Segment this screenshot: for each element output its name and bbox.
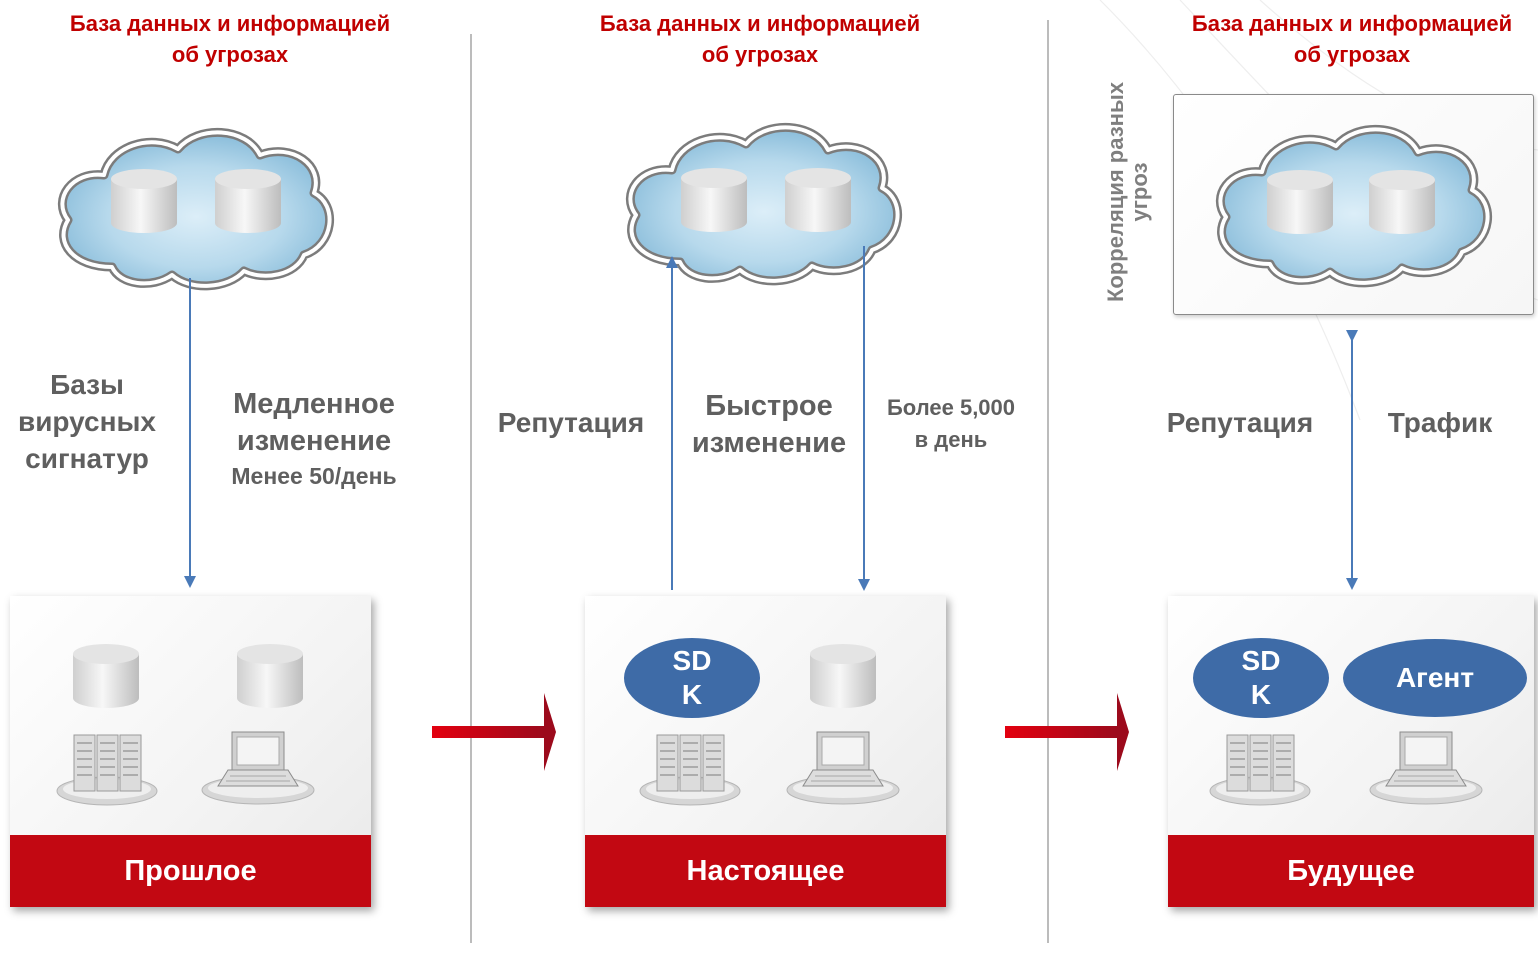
server-icon bbox=[1209, 734, 1311, 806]
fast-change-label: Быстрое изменение bbox=[691, 390, 847, 459]
laptop-icon bbox=[786, 731, 900, 805]
server-icon bbox=[639, 734, 741, 806]
reputation-label: Репутация bbox=[1166, 407, 1314, 438]
agent-badge: Агент bbox=[1343, 639, 1527, 717]
database-icon bbox=[810, 644, 876, 708]
reputation-label: Репутация bbox=[497, 407, 645, 438]
database-icon bbox=[111, 169, 177, 233]
past-label: Прошлое bbox=[10, 835, 371, 907]
traffic-label: Трафик bbox=[1387, 407, 1493, 438]
cloud-icon bbox=[62, 132, 329, 285]
database-icon bbox=[785, 168, 851, 232]
future-label: Будущее bbox=[1168, 835, 1534, 907]
cloud-icon bbox=[630, 127, 897, 280]
database-icon bbox=[215, 169, 281, 233]
present-label: Настоящее bbox=[585, 835, 946, 907]
past-panel: Прошлое bbox=[10, 596, 371, 907]
database-icon bbox=[237, 644, 303, 708]
server-icon bbox=[56, 734, 158, 806]
present-devices bbox=[639, 644, 900, 806]
right-arrow-icon bbox=[1005, 693, 1129, 771]
virus-signatures-label: Базы вирусных сигнатур bbox=[17, 369, 156, 474]
correlation-box bbox=[1173, 94, 1534, 315]
database-icon bbox=[73, 644, 139, 708]
correlation-label: Корреляция разных угроз bbox=[1103, 82, 1152, 302]
future-devices bbox=[1209, 731, 1483, 806]
per-day-label: Более 5,000 в день bbox=[886, 395, 1016, 452]
right-arrow-icon bbox=[432, 693, 556, 771]
past-devices bbox=[56, 644, 315, 806]
laptop-icon bbox=[201, 731, 315, 805]
database-icon bbox=[681, 168, 747, 232]
laptop-icon bbox=[1369, 731, 1483, 805]
slow-change-label: Медленное изменение Менее 50/день bbox=[231, 388, 397, 489]
